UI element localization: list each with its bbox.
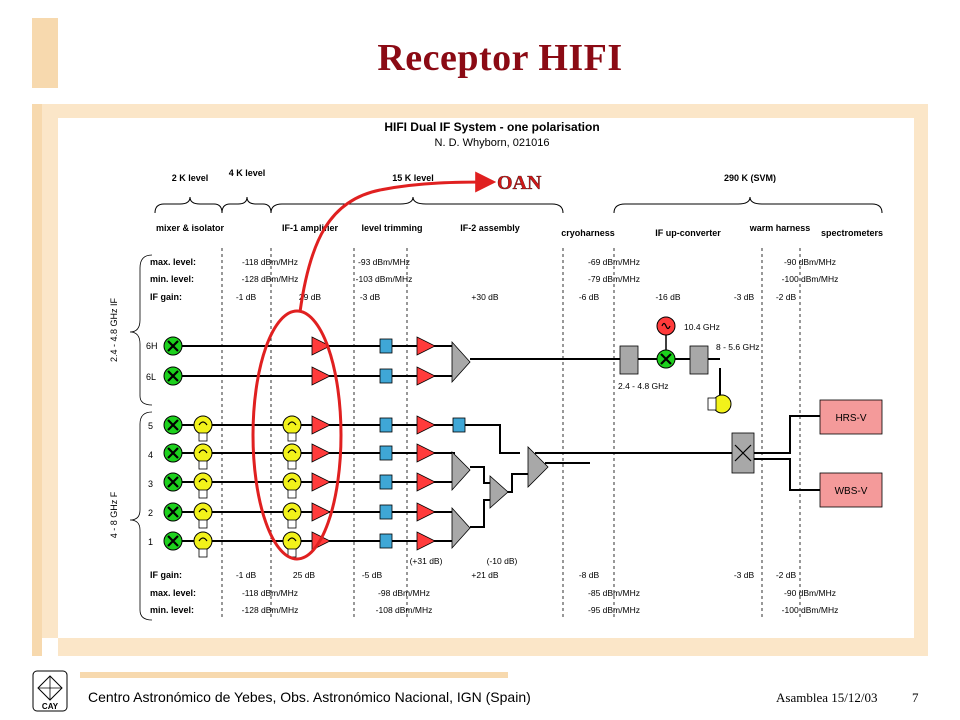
signal-lines — [173, 345, 820, 542]
bottom-max-3: -90 dBm/MHz — [784, 588, 836, 598]
band-label-low: 4 - 8 GHz F — [109, 491, 119, 538]
input-band: 2.4 - 4.8 GHz — [618, 381, 669, 391]
spectrometer-wbs-label: WBS-V — [835, 486, 868, 497]
bottom-min-0: -128 dBm/MHz — [242, 605, 299, 615]
level-290k: 290 K (SVM) — [724, 173, 776, 183]
top-min-2: -79 dBm/MHz — [588, 274, 640, 284]
top-gain-6: -3 dB — [734, 292, 755, 302]
level-15k: 15 K level — [392, 173, 434, 183]
top-min-3: -100 dBm/MHz — [782, 274, 839, 284]
stage-if1: IF-1 amplifier — [282, 223, 339, 233]
footer-institution: Centro Astronómico de Yebes, Obs. Astron… — [88, 689, 531, 705]
top-max-3: -90 dBm/MHz — [784, 257, 836, 267]
mixers — [163, 336, 676, 551]
top-gain-0: -1 dB — [236, 292, 257, 302]
gain-annotation-plus: (+31 dB) — [410, 556, 443, 566]
top-min-0: -128 dBm/MHz — [242, 274, 299, 284]
stage-spectrometers: spectrometers — [821, 228, 883, 238]
frame-right-bar — [914, 104, 928, 656]
bottom-max-0: -118 dBm/MHz — [242, 588, 298, 598]
top-gain-7: -2 dB — [776, 292, 797, 302]
spectrometer-hrs — [819, 399, 883, 435]
bottom-max-1: -98 dBm/MHz — [378, 588, 430, 598]
amplifiers — [311, 336, 436, 551]
bias-tees — [198, 432, 297, 558]
top-gain-3: +30 dB — [471, 292, 499, 302]
oan-label: OAN — [497, 172, 542, 194]
footer-event-date: Asamblea 15/12/03 — [776, 690, 878, 705]
top-max-0: -118 dBm/MHz — [242, 257, 298, 267]
channel-3: 3 — [148, 479, 153, 489]
cay-logo: CAY — [32, 670, 68, 712]
top-max-1: -93 dBm/MHz — [358, 257, 410, 267]
frame-vertical-bar-left — [32, 104, 42, 656]
bottom-gain-0: -1 dB — [236, 570, 257, 580]
bottom-gain-6: -2 dB — [776, 570, 797, 580]
bottom-min-1: -108 dBm/MHz — [376, 605, 433, 615]
column-separators — [221, 248, 801, 620]
top-min-label: min. level: — [150, 274, 194, 284]
channel-2: 2 — [148, 508, 153, 518]
spectrometer-wbs — [819, 472, 883, 508]
page-number: 7 — [912, 690, 919, 705]
channel-5: 5 — [148, 421, 153, 431]
bottom-min-label: min. level: — [150, 605, 194, 615]
bottom-gain-2: -5 dB — [362, 570, 383, 580]
oan-arrow — [298, 171, 497, 313]
stage-mixer: mixer & isolator — [156, 223, 225, 233]
diagram-author: N. D. Whyborn, 021016 — [435, 137, 550, 149]
channel-1: 1 — [148, 537, 153, 547]
bottom-min-3: -100 dBm/MHz — [782, 605, 839, 615]
output-band: 8 - 5.6 GHz — [716, 342, 759, 352]
bottom-gain-1: 25 dB — [293, 570, 316, 580]
level-2k: 2 K level — [172, 173, 209, 183]
lo-frequency: 10.4 GHz — [684, 322, 720, 332]
spectrometer-hrs-label: HRS-V — [835, 413, 866, 424]
stage-warm-harness: warm harness — [749, 223, 811, 233]
top-gain-5: -16 dB — [655, 292, 680, 302]
channel-6h: 6H — [146, 341, 158, 351]
bottom-min-2: -95 dBm/MHz — [588, 605, 640, 615]
frame-horizontal-bar — [42, 104, 928, 118]
bottom-gain-4: -8 dB — [579, 570, 600, 580]
channel-4: 4 — [148, 450, 153, 460]
logo-text: CAY — [42, 702, 59, 711]
combiners — [451, 340, 755, 550]
top-gain-label: IF gain: — [150, 292, 182, 302]
bottom-gain-5: -3 dB — [734, 570, 755, 580]
stage-upconverter: IF up-converter — [655, 228, 721, 238]
stage-if2: IF-2 assembly — [460, 223, 520, 233]
isolator-marks — [198, 421, 297, 542]
attenuators — [379, 338, 466, 549]
isolators — [193, 394, 732, 551]
top-gain-1: 29 dB — [299, 292, 322, 302]
bottom-gain-3: +21 dB — [471, 570, 499, 580]
stage-cryoharness: cryoharness — [561, 228, 615, 238]
band-label-high: 2.4 - 4.8 GHz IF — [109, 297, 119, 362]
level-4k: 4 K level — [229, 168, 266, 178]
stage-trimming: level trimming — [361, 223, 422, 233]
frame-inner-bar — [42, 118, 58, 638]
oan-highlight-ellipse — [251, 309, 343, 561]
bottom-max-2: -85 dBm/MHz — [588, 588, 640, 598]
top-max-label: max. level: — [150, 257, 196, 267]
frame-vertical-bar-top — [32, 18, 58, 88]
top-gain-2: -3 dB — [360, 292, 381, 302]
gain-annotation-minus: (-10 dB) — [487, 556, 518, 566]
channel-6l: 6L — [146, 372, 156, 382]
bottom-gain-label: IF gain: — [150, 570, 182, 580]
switch-mark — [734, 444, 752, 462]
slide-title: Receptor HIFI — [377, 37, 623, 79]
diagram-title: HIFI Dual IF System - one polarisation — [384, 120, 599, 134]
top-gain-4: -6 dB — [579, 292, 600, 302]
footer-rule — [80, 672, 508, 678]
bottom-max-label: max. level: — [150, 588, 196, 598]
top-max-2: -69 dBm/MHz — [588, 257, 640, 267]
frame-bottom-bar — [58, 638, 928, 656]
diagram-background — [80, 118, 914, 638]
top-min-1: -103 dBm/MHz — [356, 274, 413, 284]
